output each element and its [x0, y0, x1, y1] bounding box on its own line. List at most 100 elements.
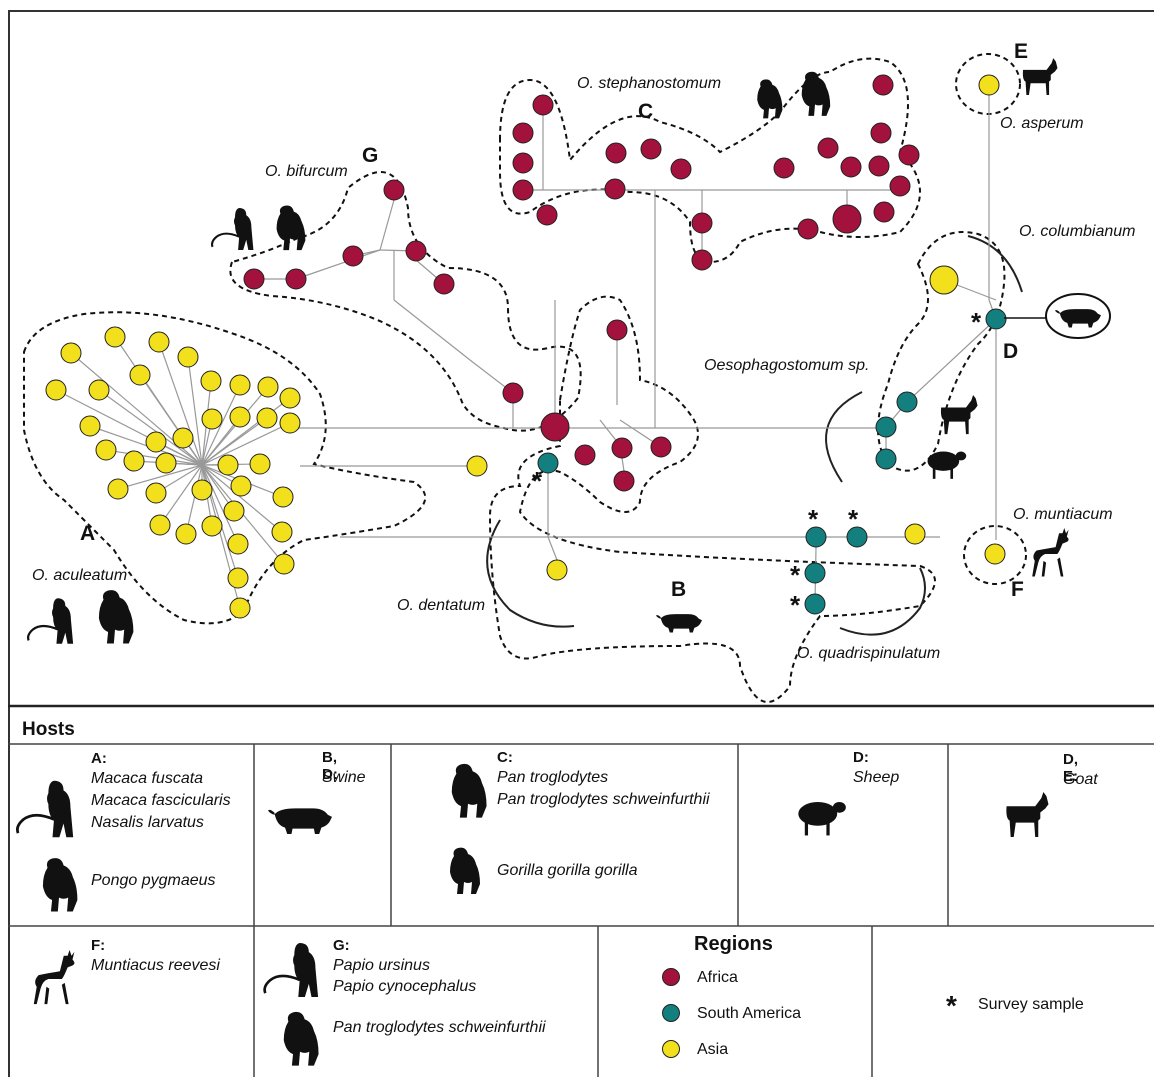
haplotype-node: [249, 453, 271, 475]
species-brackets: [486, 235, 1023, 636]
haplotype-node: [129, 364, 151, 386]
survey-asterisk-icon: *: [946, 990, 957, 1021]
legend-swatch-africa: [662, 968, 680, 986]
haplotype-node: [691, 249, 713, 271]
haplotype-node: [285, 268, 307, 290]
haplotype-node: [172, 427, 194, 449]
bracket-quadrispinulatum: [839, 567, 926, 636]
haplotype-node: [466, 455, 488, 477]
haplotype-node: [898, 144, 920, 166]
sheep-silhouette: [927, 451, 967, 479]
haplotype-node: [273, 553, 295, 575]
haplotype-node: [223, 500, 245, 522]
haplotype-node: [797, 218, 819, 240]
host-species: Sheep: [853, 769, 900, 786]
haplotype-node: [279, 412, 301, 434]
sheep-silhouette: [798, 801, 846, 836]
haplotype-node: [650, 436, 672, 458]
haplotype-node: [804, 562, 826, 584]
blank-box: [26, 27, 54, 59]
cluster-letter-E: E: [1014, 40, 1029, 63]
cluster-outlines: [23, 53, 1027, 703]
haplotype-node: [985, 308, 1007, 330]
species-label-bifurcum: O. bifurcum: [265, 163, 348, 180]
species-label-dentatum: O. dentatum: [397, 597, 486, 614]
legend-label-asia: Asia: [697, 1041, 729, 1058]
cluster-letter-G: G: [362, 144, 379, 167]
monkey-silhouette: [26, 597, 75, 645]
haplotype-node: [840, 156, 862, 178]
host-code: A:: [91, 750, 107, 767]
host-code: F:: [91, 937, 106, 954]
chimpanzee-silhouette: [801, 71, 831, 116]
chimpanzee-silhouette: [451, 763, 487, 818]
host-species: Pan troglodytes schweinfurthii: [497, 791, 710, 808]
legend-survey-label: Survey sample: [978, 996, 1084, 1013]
haplotype-node: [532, 94, 554, 116]
network-edge: [547, 536, 558, 561]
host-code: C:: [497, 749, 513, 766]
chimpanzee-silhouette: [276, 205, 306, 251]
haplotype-node: [875, 448, 897, 470]
haplotype-node: [145, 482, 167, 504]
cluster-letter-C: C: [638, 100, 654, 123]
cluster-outline-A: [23, 311, 427, 625]
gorilla-silhouette: [450, 847, 480, 894]
haplotype-node: [873, 201, 895, 223]
haplotype-node: [383, 179, 405, 201]
haplotype-node: [691, 212, 713, 234]
haplotype-node: [640, 138, 662, 160]
legend-swatch-south-america: [662, 1004, 680, 1022]
haplotype-node: [229, 597, 251, 619]
haplotype-node: [79, 415, 101, 437]
haplotype-node: [177, 346, 199, 368]
haplotype-node: [832, 204, 862, 234]
species-label-asperum: O. asperum: [1000, 115, 1084, 132]
haplotype-node: [978, 74, 1000, 96]
haplotype-node: [229, 374, 251, 396]
host-code: B, D:: [322, 749, 338, 783]
deer-silhouette: [33, 950, 75, 1005]
network-edge: [201, 417, 268, 466]
network-edge: [906, 318, 997, 403]
haplotype-node: [257, 376, 279, 398]
survey-asterisk-icon: *: [971, 307, 982, 337]
bracket-oesophagostomum: [825, 391, 863, 483]
network-edge: [117, 464, 203, 490]
deer-silhouette: [1032, 528, 1069, 577]
legend-title: Regions: [694, 933, 773, 955]
network-edge: [621, 457, 625, 472]
haplotype-node: [145, 431, 167, 453]
haplotype-node: [805, 526, 827, 548]
haplotype-node: [929, 265, 959, 295]
haplotype-node: [889, 175, 911, 197]
haplotype-node: [540, 412, 570, 442]
bracket-columbianum: [967, 235, 1023, 293]
haplotype-node: [670, 158, 692, 180]
host-species: Swine: [322, 769, 366, 786]
monkey-silhouette: [15, 779, 75, 839]
haplotype-node: [107, 478, 129, 500]
host-species: Papio cynocephalus: [333, 978, 477, 995]
network-edge: [393, 299, 471, 361]
host-species: Pan troglodytes schweinfurthii: [333, 1019, 546, 1036]
haplotype-node: [227, 567, 249, 589]
host-species: Muntiacus reevesi: [91, 957, 220, 974]
network-edge: [105, 449, 203, 466]
host-species: Pan troglodytes: [497, 769, 609, 786]
haplotype-node: [537, 452, 559, 474]
haplotype-node: [870, 122, 892, 144]
haplotype-node: [604, 178, 626, 200]
network-edge: [159, 464, 203, 526]
network-edge: [295, 249, 381, 280]
haplotype-node: [574, 444, 596, 466]
cluster-outline-E: [955, 53, 1021, 115]
haplotype-node: [148, 331, 170, 353]
species-label-oesophagostomum-sp: Oesophagostomum sp.: [704, 357, 870, 374]
haplotype-node: [271, 521, 293, 543]
hosts-title: Hosts: [22, 719, 75, 740]
cluster-outline-F: [963, 525, 1027, 585]
species-label-aculeatum: O. aculeatum: [32, 567, 128, 584]
host-code: G:: [333, 937, 350, 954]
haplotype-node: [201, 408, 223, 430]
